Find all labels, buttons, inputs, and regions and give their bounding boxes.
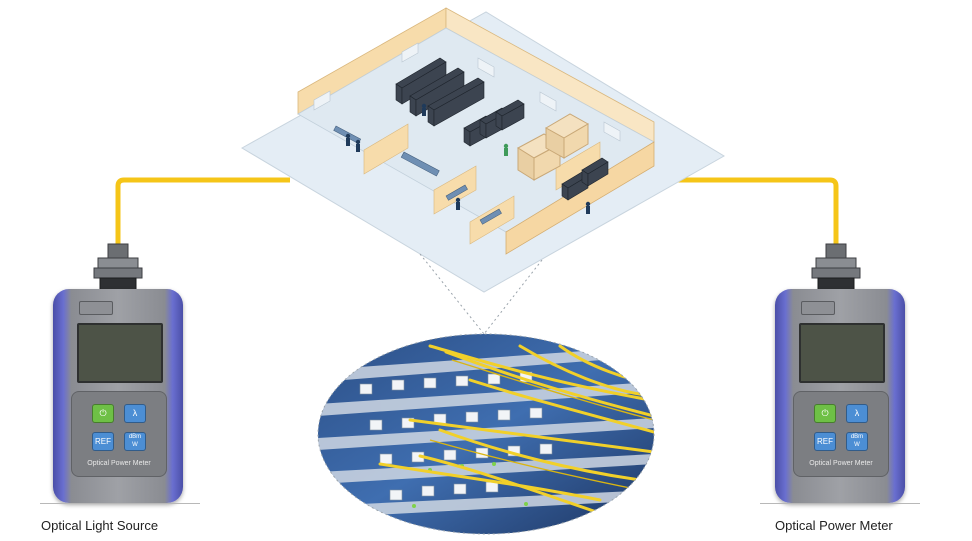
wavelength-button[interactable]: λ: [124, 404, 146, 423]
dbm-label: dBm: [128, 434, 142, 440]
left-base-line: [40, 503, 200, 504]
patch-panel-closeup: [317, 333, 655, 535]
ref-button[interactable]: REF: [814, 432, 836, 451]
wavelength-button-label: λ: [854, 408, 860, 418]
device-label-slot: [79, 301, 113, 315]
device-screen: [799, 323, 885, 383]
connector-left: [93, 243, 143, 293]
fiber-cable-left: [115, 177, 290, 252]
fiber-cable-right: [676, 177, 839, 250]
power-icon: ⏻: [821, 408, 829, 418]
device-panel-text: Optical Power Meter: [87, 460, 151, 467]
device-keypad: ⏻ λ REF dBm W Optical Power Meter: [793, 391, 889, 477]
device-keypad: ⏻ λ REF dBm W Optical Power Meter: [71, 391, 167, 477]
optical-power-meter-device: ⏻ λ REF dBm W Optical Power Meter: [775, 289, 905, 503]
dbm-w-button[interactable]: dBm W: [124, 432, 146, 451]
ref-button-label: REF: [95, 437, 111, 446]
device-panel-text: Optical Power Meter: [809, 460, 873, 467]
power-button[interactable]: ⏻: [92, 404, 114, 423]
wavelength-button-label: λ: [132, 408, 138, 418]
right-base-line: [760, 503, 920, 504]
ref-button[interactable]: REF: [92, 432, 114, 451]
data-center-floorplan: [240, 7, 725, 293]
w-label: W: [132, 442, 138, 448]
dbm-w-button[interactable]: dBm W: [846, 432, 868, 451]
right-device-caption: Optical Power Meter: [775, 518, 893, 533]
connector-right: [811, 243, 861, 293]
optical-light-source-device: ⏻ λ REF dBm W Optical Power Meter: [53, 289, 183, 503]
zoom-connector: [419, 253, 543, 335]
dbm-label: dBm: [850, 434, 864, 440]
ref-button-label: REF: [817, 437, 833, 446]
w-label: W: [854, 442, 860, 448]
wavelength-button[interactable]: λ: [846, 404, 868, 423]
device-label-slot: [801, 301, 835, 315]
device-screen: [77, 323, 163, 383]
power-button[interactable]: ⏻: [814, 404, 836, 423]
left-device-caption: Optical Light Source: [41, 518, 159, 533]
power-icon: ⏻: [99, 408, 107, 418]
